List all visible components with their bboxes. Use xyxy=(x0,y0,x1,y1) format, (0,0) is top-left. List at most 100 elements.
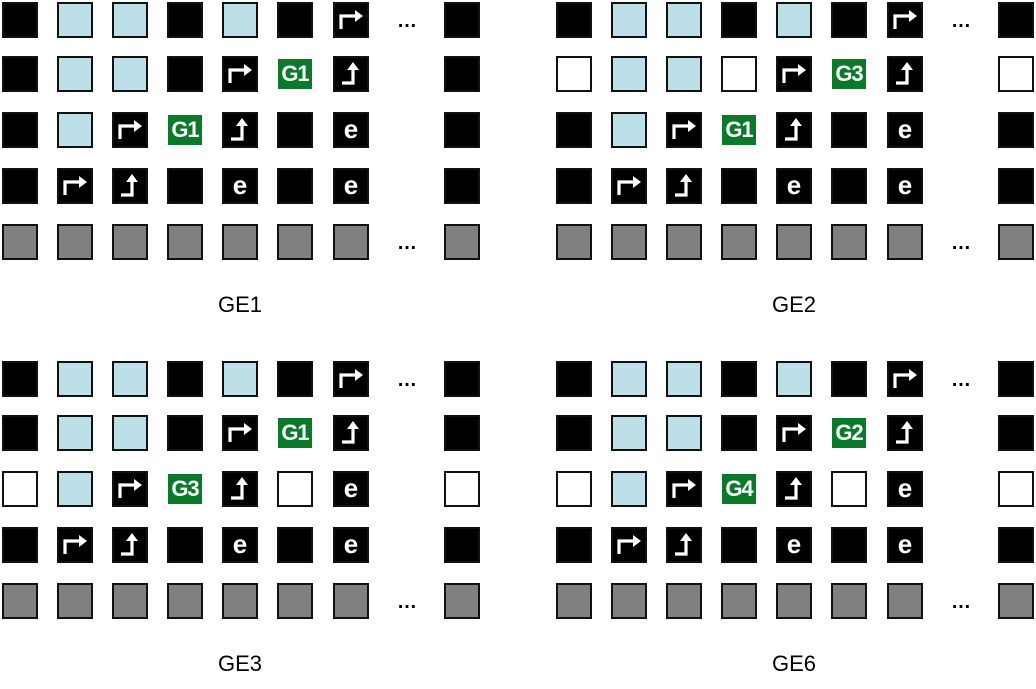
e-symbol: e xyxy=(897,529,913,559)
black-cell xyxy=(167,527,203,563)
arrow-right-icon xyxy=(776,56,812,92)
black-cell xyxy=(167,168,203,204)
arrow-up-icon xyxy=(222,471,258,507)
gray-cell xyxy=(776,583,812,619)
gray-cell xyxy=(222,583,258,619)
white-cell xyxy=(721,56,757,92)
arrow-right-icon xyxy=(333,2,369,38)
ellipsis: … xyxy=(951,10,972,32)
black-cell xyxy=(831,361,867,397)
e-cell: e xyxy=(333,112,369,148)
black-cell xyxy=(277,527,313,563)
e-symbol: e xyxy=(897,473,913,503)
black-cell xyxy=(556,2,592,38)
e-symbol: e xyxy=(786,529,802,559)
black-cell xyxy=(998,415,1034,451)
gray-cell xyxy=(2,224,38,260)
black-cell xyxy=(444,56,480,92)
arrow-right-icon xyxy=(666,471,702,507)
arrow-up-icon xyxy=(887,56,923,92)
gray-cell xyxy=(112,224,148,260)
arrow-right-icon xyxy=(611,168,647,204)
gate-label: G4 xyxy=(722,474,756,504)
arrow-up-icon xyxy=(666,527,702,563)
black-cell xyxy=(167,2,203,38)
gray-cell xyxy=(611,583,647,619)
arrow-right-icon xyxy=(222,56,258,92)
arrow-up-icon xyxy=(222,112,258,148)
black-cell xyxy=(556,112,592,148)
lightblue-cell xyxy=(112,415,148,451)
e-cell: e xyxy=(333,168,369,204)
black-cell xyxy=(556,415,592,451)
ellipsis: … xyxy=(951,232,972,254)
gate-label: G1 xyxy=(278,59,312,89)
gray-cell xyxy=(887,224,923,260)
gray-cell xyxy=(831,583,867,619)
lightblue-cell xyxy=(57,361,93,397)
arrow-up-icon xyxy=(666,168,702,204)
e-cell: e xyxy=(887,527,923,563)
arrow-right-icon xyxy=(887,361,923,397)
gray-cell xyxy=(57,224,93,260)
lightblue-cell xyxy=(222,361,258,397)
panel-caption: GE1 xyxy=(217,292,263,317)
black-cell xyxy=(2,415,38,451)
e-cell: e xyxy=(333,471,369,507)
gray-cell xyxy=(167,224,203,260)
black-cell xyxy=(998,168,1034,204)
gate-label: G3 xyxy=(832,59,866,89)
e-cell: e xyxy=(333,527,369,563)
gray-cell xyxy=(57,583,93,619)
white-cell xyxy=(2,471,38,507)
white-cell xyxy=(277,471,313,507)
arrow-up-icon xyxy=(112,168,148,204)
black-cell xyxy=(2,527,38,563)
gray-cell xyxy=(333,224,369,260)
ellipsis: … xyxy=(397,591,418,613)
e-cell: e xyxy=(776,527,812,563)
lightblue-cell xyxy=(666,56,702,92)
gray-cell xyxy=(556,583,592,619)
gray-cell xyxy=(167,583,203,619)
e-symbol: e xyxy=(897,114,913,144)
lightblue-cell xyxy=(57,112,93,148)
lightblue-cell xyxy=(112,56,148,92)
gate-label: G2 xyxy=(832,418,866,448)
arrow-up-icon xyxy=(776,112,812,148)
ellipsis: … xyxy=(951,591,972,613)
black-cell xyxy=(167,56,203,92)
arrow-up-icon xyxy=(112,527,148,563)
ellipsis: … xyxy=(397,10,418,32)
black-cell xyxy=(831,527,867,563)
gray-cell xyxy=(556,224,592,260)
black-cell xyxy=(2,2,38,38)
e-cell: e xyxy=(887,168,923,204)
black-cell xyxy=(998,361,1034,397)
black-cell xyxy=(277,361,313,397)
arrow-up-icon xyxy=(333,415,369,451)
black-cell xyxy=(998,527,1034,563)
arrow-up-icon xyxy=(333,56,369,92)
black-cell xyxy=(831,168,867,204)
black-cell xyxy=(444,527,480,563)
e-symbol: e xyxy=(343,170,359,200)
gray-cell xyxy=(611,224,647,260)
lightblue-cell xyxy=(57,471,93,507)
lightblue-cell xyxy=(611,56,647,92)
white-cell xyxy=(998,471,1034,507)
e-symbol: e xyxy=(343,473,359,503)
arrow-up-icon xyxy=(887,415,923,451)
black-cell xyxy=(2,361,38,397)
black-cell xyxy=(167,415,203,451)
gray-cell xyxy=(112,583,148,619)
lightblue-cell xyxy=(57,2,93,38)
black-cell xyxy=(277,112,313,148)
black-cell xyxy=(721,527,757,563)
black-cell xyxy=(2,112,38,148)
gray-cell xyxy=(333,583,369,619)
black-cell xyxy=(277,2,313,38)
